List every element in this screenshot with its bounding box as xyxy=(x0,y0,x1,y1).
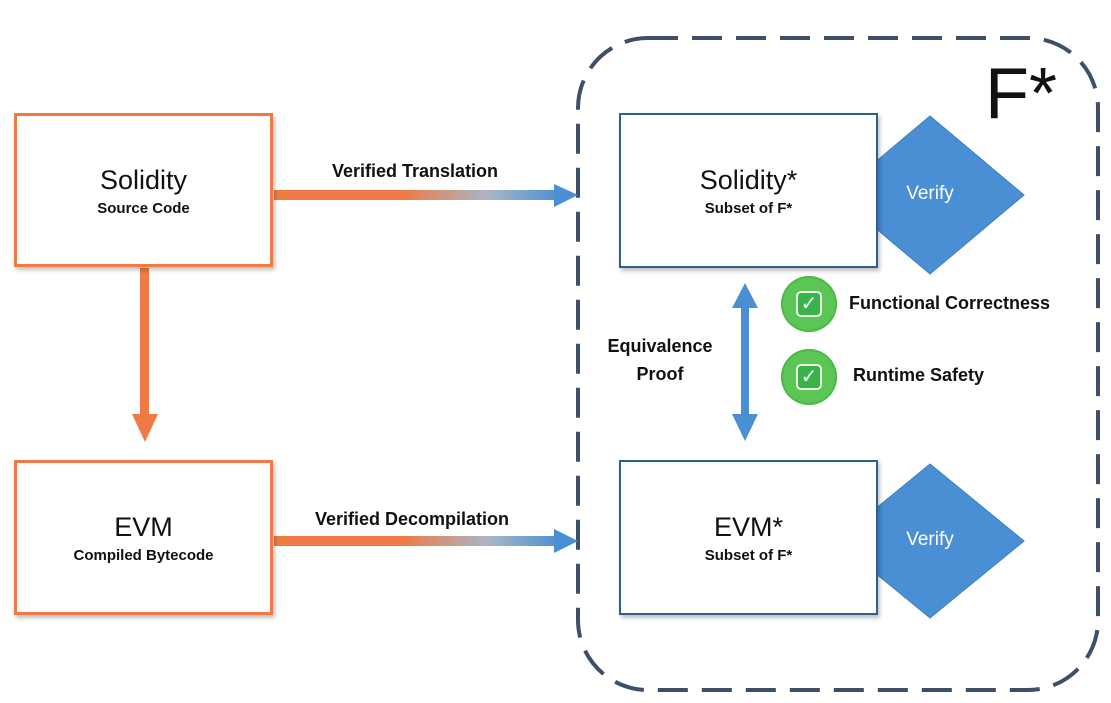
solidity-star-subtitle: Subset of F* xyxy=(704,200,793,217)
solidity-title: Solidity xyxy=(99,164,188,195)
evm-title: EVM xyxy=(114,512,173,542)
property-runtime-safety: Runtime Safety xyxy=(853,365,985,385)
checkmark-glyph: ✓ xyxy=(796,364,822,390)
verify-label-bottom: Verify xyxy=(906,529,954,550)
fstar-container xyxy=(576,36,1100,692)
fstar-label: F* xyxy=(985,54,1057,134)
equivalence-line1: Equivalence xyxy=(607,336,713,356)
solidity-star-title: Solidity* xyxy=(699,165,798,195)
equivalence-label: Equivalence Proof xyxy=(598,332,722,388)
solidity-star-box: Solidity* Subset of F* xyxy=(619,113,878,268)
translation-arrow xyxy=(274,184,578,207)
decompilation-arrow xyxy=(274,529,578,553)
property-functional-correctness: Functional Correctness xyxy=(849,293,1051,313)
evm-star-title: EVM* xyxy=(713,512,784,542)
equivalence-arrow xyxy=(732,283,758,441)
check-icon-runtime: ✓ xyxy=(781,349,837,405)
solidity-box: Solidity Source Code xyxy=(14,113,273,267)
evm-star-box: EVM* Subset of F* xyxy=(619,460,878,615)
compile-arrow xyxy=(132,268,158,442)
verify-label-top: Verify xyxy=(906,183,954,204)
solidity-subtitle: Source Code xyxy=(97,199,190,217)
evm-star-subtitle: Subset of F* xyxy=(704,547,793,564)
translation-label: Verified Translation xyxy=(332,161,499,181)
evm-subtitle: Compiled Bytecode xyxy=(73,547,214,564)
evm-box: EVM Compiled Bytecode xyxy=(14,460,273,615)
checkmark-glyph: ✓ xyxy=(796,291,822,317)
equivalence-line2: Proof xyxy=(636,364,684,384)
decompilation-label: Verified Decompilation xyxy=(315,509,510,529)
check-icon-functional: ✓ xyxy=(781,276,837,332)
